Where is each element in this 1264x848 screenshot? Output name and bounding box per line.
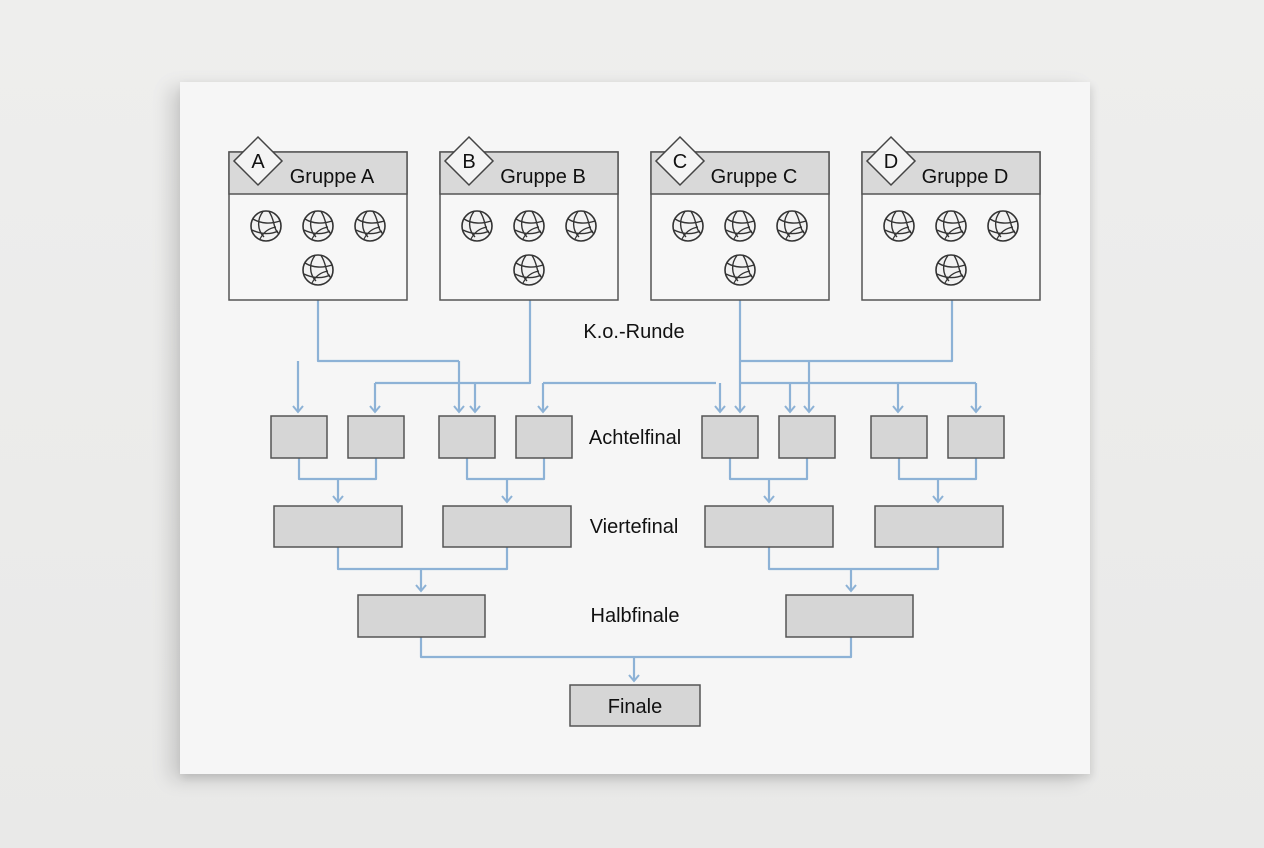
diamond-badge-icon: [443, 135, 495, 187]
quarterfinal-label: Viertefinal: [590, 516, 679, 538]
group-title: Gruppe B: [500, 166, 586, 188]
group-letter: A: [251, 151, 265, 173]
round-of-16-match-2: [347, 415, 405, 459]
volleyball-icon: [513, 254, 545, 286]
volleyball-icon: [724, 210, 756, 242]
round-of-16-match-7: [870, 415, 928, 459]
ko-round-label: K.o.-Runde: [583, 321, 684, 343]
semifinal-label: Halbfinale: [591, 605, 680, 627]
volleyball-icon: [565, 210, 597, 242]
round-of-16-match-4: [515, 415, 573, 459]
group-box-d: Gruppe D D: [861, 135, 1041, 301]
diamond-badge-icon: [232, 135, 284, 187]
volleyball-icon: [513, 210, 545, 242]
qf-to-sf-1: [336, 547, 509, 571]
round-of-16-match-6: [778, 415, 836, 459]
r16-to-qf-4: [897, 458, 978, 481]
group-letter: D: [884, 151, 898, 173]
group-letter: B: [462, 151, 475, 173]
group-title: Gruppe D: [922, 166, 1009, 188]
group-title: Gruppe A: [290, 166, 375, 188]
group-a-feed: [316, 300, 459, 363]
group-boxes: Gruppe A A Gruppe B B Gruppe C C Gruppe D D: [228, 135, 1041, 301]
group-box-a: Gruppe A A: [228, 135, 408, 301]
group-letter: C: [673, 151, 687, 173]
group-box-b: Gruppe B B: [439, 135, 619, 301]
bracket-connectors: [292, 300, 982, 683]
round-of-16-label: Achtelfinal: [589, 427, 681, 449]
quarterfinal-match-3: [704, 505, 834, 548]
group-box-c: Gruppe C C: [650, 135, 830, 301]
tournament-bracket-diagram: Gruppe A A Gruppe B B Gruppe C C Gruppe D D K.o…: [228, 135, 1041, 727]
volleyball-icon: [776, 210, 808, 242]
round-of-16-match-5: [701, 415, 759, 459]
round-of-16-match-1: [270, 415, 328, 459]
qf-to-sf-2: [767, 547, 940, 571]
round-of-16-match-8: [947, 415, 1005, 459]
diamond-badge-icon: [654, 135, 706, 187]
quarterfinal-match-4: [874, 505, 1004, 548]
r16-to-qf-1: [297, 458, 378, 481]
group-title: Gruppe C: [711, 166, 798, 188]
volleyball-icon: [724, 254, 756, 286]
round-of-16-match-3: [438, 415, 496, 459]
volleyball-icon: [250, 210, 282, 242]
volleyball-icon: [672, 210, 704, 242]
quarterfinal-match-2: [442, 505, 572, 548]
bracket-board: Gruppe A A Gruppe B B Gruppe C C Gruppe D D K.o…: [180, 82, 1090, 774]
volleyball-icon: [987, 210, 1019, 242]
quarterfinal-match-1: [273, 505, 403, 548]
volleyball-icon: [354, 210, 386, 242]
volleyball-icon: [302, 254, 334, 286]
final-label: Finale: [608, 696, 662, 718]
group-c-feed: [738, 300, 954, 363]
group-b-feed: [375, 300, 532, 385]
diamond-badge-icon: [865, 135, 917, 187]
volleyball-icon: [883, 210, 915, 242]
r16-to-qf-3: [728, 458, 809, 481]
volleyball-icon: [935, 254, 967, 286]
r16-to-qf-2: [465, 458, 546, 481]
sf-to-final: [419, 637, 853, 659]
semifinal-match-2: [785, 594, 914, 638]
final-box: [569, 684, 701, 727]
volleyball-icon: [461, 210, 493, 242]
semifinal-match-1: [357, 594, 486, 638]
volleyball-icon: [302, 210, 334, 242]
match-boxes: [270, 415, 1005, 638]
volleyball-icon: [935, 210, 967, 242]
